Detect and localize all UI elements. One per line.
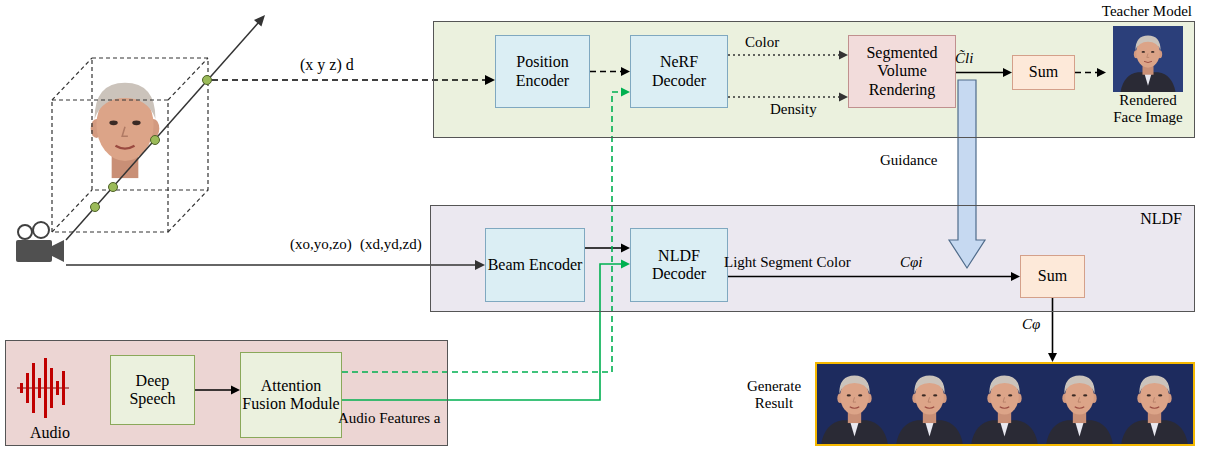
- arrow-head: [1011, 272, 1020, 281]
- sample-line: [212, 75, 495, 85]
- connector-line: [956, 72, 1004, 74]
- node-text: Generate Result: [743, 378, 805, 413]
- decoder-box: NeRF Decoder: [630, 35, 728, 108]
- connector-line: [585, 247, 622, 249]
- audio-panel: Audio Deep Speech Attention Fusion Module: [5, 340, 448, 446]
- head-cube: [52, 58, 208, 232]
- node-text: Sum: [1038, 267, 1067, 285]
- connector-line: [728, 96, 840, 98]
- arrow-head: [231, 386, 240, 395]
- connector: [590, 67, 630, 76]
- connector: [342, 88, 630, 373]
- speech-box: Deep Speech: [110, 355, 195, 425]
- node-text: Rendered Face Image: [1106, 92, 1190, 125]
- decoder-box: NLDF Decoder: [630, 228, 728, 302]
- node-text: NeRF Decoder: [631, 53, 727, 90]
- result-strip: Generate Result: [815, 362, 1195, 446]
- arrow-head: [621, 244, 630, 253]
- panel-fill: [5, 340, 448, 446]
- node-text: Deep Speech: [111, 372, 194, 409]
- connector-line: [195, 389, 232, 391]
- node-text: Position Encoder: [496, 53, 589, 90]
- edge-label: C̃li: [955, 50, 973, 67]
- edge-label: Audio Features a: [338, 410, 440, 427]
- connector: [1075, 68, 1106, 77]
- arrow-head: [839, 51, 848, 60]
- edge-label: Color: [745, 34, 779, 51]
- guidance-arrow: [949, 80, 985, 268]
- audio-waveform: [17, 358, 69, 418]
- connector-line: [728, 54, 840, 56]
- text-label: Cφi: [900, 254, 922, 271]
- arrow-head: [839, 93, 848, 102]
- text-label: (xo,yo,zo): [290, 236, 352, 253]
- connector: [195, 386, 240, 395]
- sum-box: Sum: [1012, 55, 1075, 90]
- teacher-panel: Teacher ModelPosition EncoderNeRF Decode…: [433, 21, 1195, 138]
- encoder-box: Position Encoder: [495, 35, 590, 108]
- camera-icon: [16, 222, 64, 262]
- node-text: Segmented Volume Rendering: [849, 44, 955, 99]
- arrow-head: [621, 260, 630, 269]
- connector: [956, 68, 1012, 77]
- node-text: Audio: [30, 424, 70, 442]
- arrow-head: [1048, 353, 1057, 362]
- text-label: (xd,yd,zd): [360, 236, 422, 253]
- arrow-head: [621, 88, 630, 97]
- encoder-box: Beam Encoder: [485, 228, 585, 302]
- edge-label: Cφ: [1022, 316, 1040, 333]
- panel-fill: [433, 21, 1195, 138]
- connector-line: [728, 276, 1012, 278]
- text-label: Guidance: [880, 152, 937, 169]
- connector: [728, 93, 848, 102]
- rendered-face: [1113, 26, 1183, 92]
- connector: [585, 244, 630, 253]
- connector: [728, 51, 848, 60]
- connector: [728, 272, 1020, 281]
- result-images: [817, 364, 1193, 444]
- edge-label: Density: [770, 101, 817, 118]
- text-label: (x y z) d: [300, 56, 354, 74]
- panel-fill: [430, 205, 1195, 312]
- connector-line: [1075, 72, 1098, 74]
- arrow-head: [1003, 68, 1012, 77]
- node-text: Attention Fusion Module: [241, 377, 341, 414]
- face-illustration: [91, 83, 160, 178]
- arrow-head: [621, 67, 630, 76]
- node-text: Sum: [1029, 63, 1058, 81]
- connector-line: [342, 92, 622, 372]
- arrow-head: [1097, 68, 1106, 77]
- node-text: NLDF Decoder: [631, 247, 727, 284]
- connector-line: [590, 71, 622, 73]
- node-text: NLDF: [1140, 210, 1182, 228]
- camera-line: [66, 260, 485, 270]
- sum-box: Sum: [1020, 255, 1085, 298]
- camera-ray: [66, 15, 265, 240]
- render-box: Segmented Volume Rendering: [848, 35, 956, 108]
- node-text: Teacher Model: [1102, 3, 1192, 20]
- node-text: Beam Encoder: [488, 256, 583, 274]
- fusion-box: Attention Fusion Module: [240, 352, 342, 438]
- connector-line: [1052, 298, 1054, 354]
- edge-label: Light Segment Color: [724, 254, 851, 271]
- connector: [1048, 298, 1057, 362]
- image-node: Rendered Face Image: [1106, 26, 1190, 125]
